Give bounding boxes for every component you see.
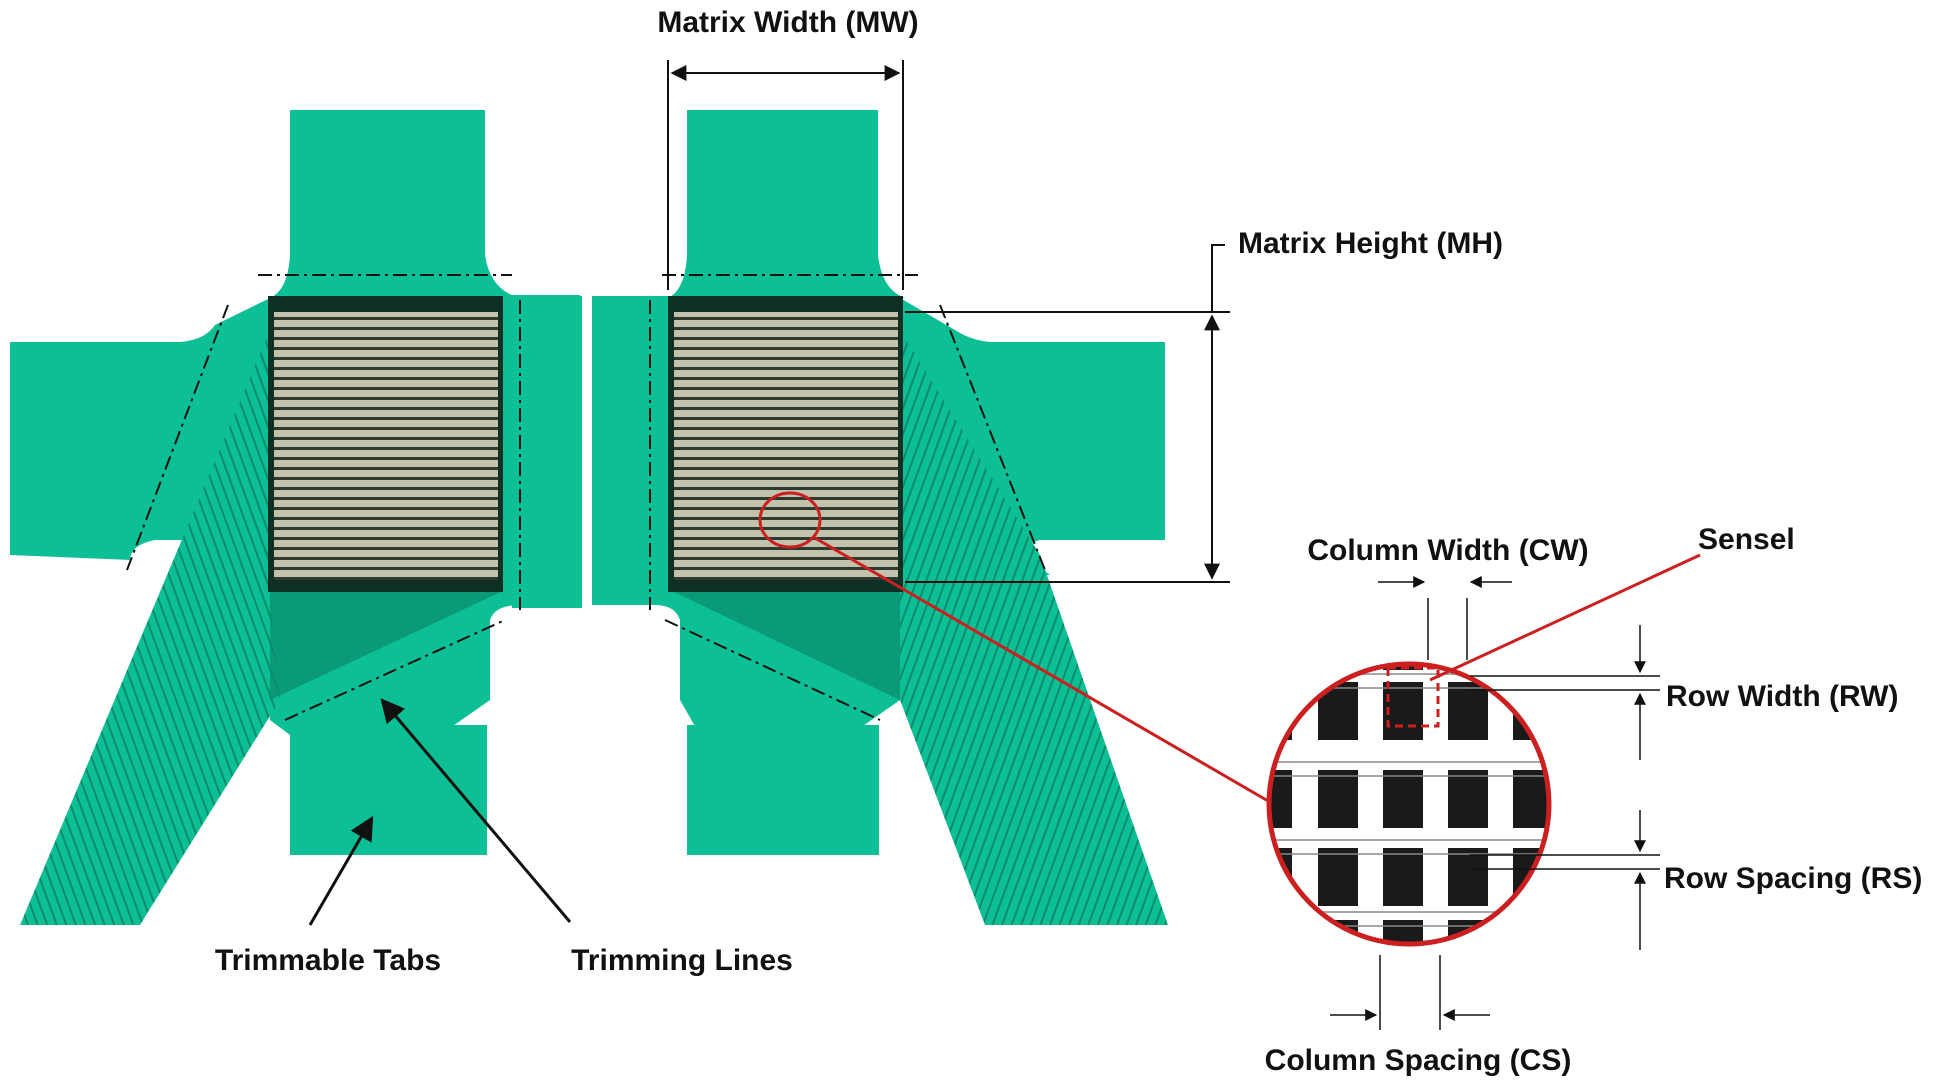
left-sensor bbox=[10, 110, 582, 925]
zoom-detail bbox=[1266, 553, 1701, 978]
right-matrix-rows bbox=[674, 312, 898, 580]
sensel-cell bbox=[1383, 682, 1423, 740]
sensel-cell bbox=[1383, 664, 1423, 670]
sensel-cell bbox=[1269, 682, 1292, 740]
sensel-cell bbox=[1269, 664, 1292, 670]
matrix-height-dimension bbox=[905, 244, 1230, 583]
sensel-cell bbox=[1448, 682, 1488, 740]
sensel-cell bbox=[1318, 770, 1358, 828]
sensel-cell bbox=[1578, 920, 1618, 978]
right-fan bbox=[670, 590, 900, 700]
right-top-tab bbox=[668, 110, 905, 298]
left-fan bbox=[270, 590, 505, 700]
column-width-dimension bbox=[1378, 576, 1512, 660]
left-top-tab bbox=[270, 110, 520, 298]
trimming-lines bbox=[126, 274, 1046, 721]
sensel-cell bbox=[1513, 664, 1549, 670]
sensel-cell bbox=[1513, 920, 1549, 944]
row-spacing-label: Row Spacing (RS) bbox=[1664, 862, 1922, 895]
right-sensor bbox=[592, 110, 1168, 925]
column-width-label: Column Width (CW) bbox=[1307, 534, 1588, 567]
trimming-lines-label: Trimming Lines bbox=[571, 944, 793, 977]
row-width-label: Row Width (RW) bbox=[1666, 680, 1898, 713]
sensel-cell bbox=[1578, 612, 1618, 670]
zoom-circle bbox=[1266, 661, 1552, 947]
matrix-width-label: Matrix Width (MW) bbox=[657, 6, 918, 39]
sensel-cell bbox=[1383, 770, 1423, 828]
trimmable-tabs-label: Trimmable Tabs bbox=[215, 944, 441, 977]
sensel-cell bbox=[1448, 848, 1488, 906]
right-trace-strip bbox=[900, 330, 1168, 925]
left-annotations bbox=[308, 698, 572, 926]
matrix-height-label: Matrix Height (MH) bbox=[1238, 227, 1503, 260]
column-spacing-dimension bbox=[1330, 955, 1490, 1030]
sensel-cell bbox=[1269, 770, 1292, 828]
sensel-cell bbox=[1513, 848, 1549, 906]
sensel-label: Sensel bbox=[1698, 523, 1795, 556]
left-matrix-rows bbox=[274, 312, 498, 580]
sensel-callout bbox=[758, 491, 1276, 807]
left-bottom-tab bbox=[290, 725, 487, 855]
sensel-highlight bbox=[1386, 666, 1440, 728]
column-spacing-label: Column Spacing (CS) bbox=[1265, 1044, 1572, 1077]
matrix-width-dimension bbox=[667, 60, 904, 290]
sensel-cell bbox=[1269, 920, 1292, 944]
sensel-cell bbox=[1578, 848, 1618, 906]
callout-small-circle bbox=[758, 491, 822, 549]
right-bottom-tab bbox=[687, 725, 879, 855]
sensel-cell bbox=[1383, 920, 1423, 944]
left-right-strip bbox=[512, 296, 582, 608]
sensel-cell bbox=[1448, 770, 1488, 828]
sensel-cell bbox=[1383, 848, 1423, 906]
sensel-cell bbox=[1578, 770, 1618, 828]
sensel-cell bbox=[1513, 770, 1549, 828]
sensel-cell bbox=[1318, 920, 1358, 944]
row-dimension-markers bbox=[1470, 625, 1660, 950]
sensel-cell bbox=[1318, 848, 1358, 906]
sensel-cell bbox=[1318, 664, 1358, 670]
sensel-cell bbox=[1269, 848, 1292, 906]
